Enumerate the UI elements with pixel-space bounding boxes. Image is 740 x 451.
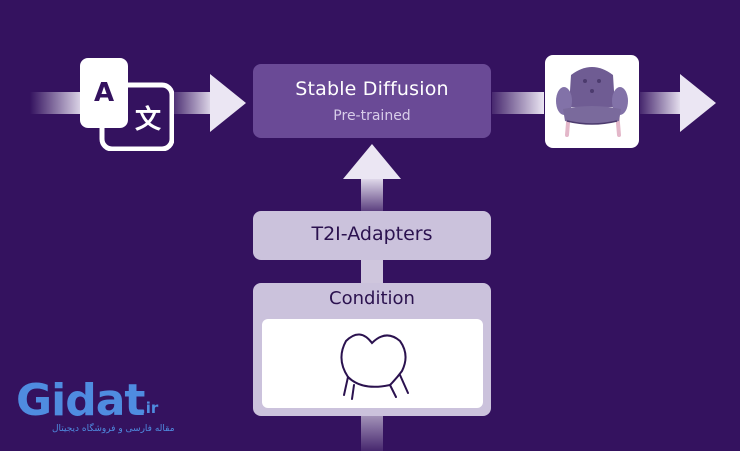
condition-sketch-panel bbox=[262, 319, 483, 408]
stable-diffusion-title: Stable Diffusion bbox=[295, 78, 449, 100]
t2i-adapters-box: T2I-Adapters bbox=[253, 211, 491, 260]
arrow-model-to-output bbox=[492, 92, 544, 114]
arrow-input-left bbox=[30, 92, 80, 114]
t2i-adapters-label: T2I-Adapters bbox=[311, 223, 433, 245]
condition-label: Condition bbox=[329, 288, 415, 309]
logo-tld: .ir bbox=[140, 399, 159, 417]
condition-box: Condition bbox=[253, 283, 491, 416]
watermark-logo: Gidat .ir مقاله فارسی و فروشگاه دیجیتال bbox=[12, 375, 175, 445]
translate-glyph-a: A bbox=[94, 78, 114, 108]
logo-brand: Gidat bbox=[16, 375, 145, 426]
arrow-bottom-input bbox=[361, 416, 383, 451]
arrow-text-to-model bbox=[174, 74, 246, 132]
stable-diffusion-subtitle: Pre-trained bbox=[333, 108, 411, 124]
armchair-icon bbox=[556, 67, 628, 137]
arrow-adapter-to-model bbox=[343, 144, 401, 212]
chair-sketch-icon bbox=[340, 333, 409, 400]
arrow-output-right bbox=[640, 74, 716, 132]
output-image bbox=[545, 55, 639, 148]
translate-glyph-b: 文 bbox=[135, 104, 162, 135]
stable-diffusion-box: Stable Diffusion Pre-trained bbox=[253, 64, 491, 138]
translate-icon: A 文 bbox=[78, 55, 175, 152]
arrow-condition-to-adapter bbox=[361, 260, 383, 283]
logo-tagline: مقاله فارسی و فروشگاه دیجیتال bbox=[52, 424, 175, 434]
